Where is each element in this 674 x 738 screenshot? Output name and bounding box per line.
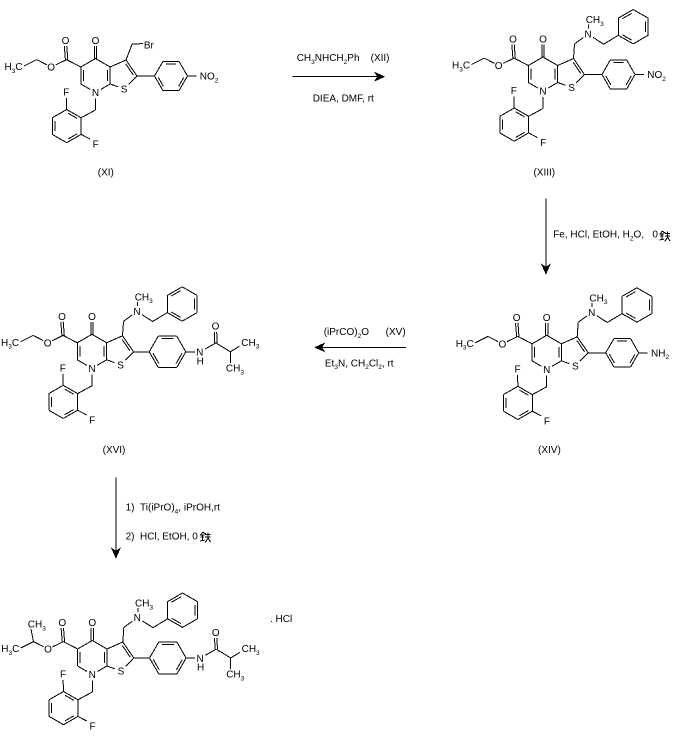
svg-text:Br: Br [144,40,155,51]
svg-text:F: F [89,415,95,426]
svg-text:O: O [509,35,517,46]
svg-text:(XIV): (XIV) [538,445,561,456]
svg-text:H: H [197,663,204,674]
svg-text:N: N [539,87,546,98]
svg-text:O: O [88,618,96,629]
svg-text:F: F [540,138,546,149]
svg-text:(XIII): (XIII) [533,167,555,178]
svg-text:CH3​NHCH2​Ph (XII): CH3​NHCH2​Ph (XII) [297,53,390,66]
svg-text:N: N [88,364,95,375]
svg-text:CH3​: CH3​ [135,292,153,305]
svg-text:H3​C: H3​C [5,62,23,75]
svg-text:CH3​: CH3​ [135,599,153,612]
svg-text:O: O [543,313,551,324]
svg-text:(XI): (XI) [98,167,114,178]
svg-text:Fe, HCl, EtOH, H2​O, 0: Fe, HCl, EtOH, H2​O, 0 [553,230,658,243]
svg-text:1) Ti(iPrO)4​, iPrOH,rt: 1) Ti(iPrO)4​, iPrOH,rt [126,503,221,516]
svg-text:NO2​: NO2​ [647,70,666,83]
svg-text:S: S [572,361,579,372]
svg-text:H3​C: H3​C [1,644,19,657]
svg-text:F: F [93,140,99,151]
svg-text:CH3​: CH3​ [241,338,259,351]
svg-text:O: O [495,61,503,72]
svg-text:2) HCl, EtOH, 0: 2) HCl, EtOH, 0 [126,532,199,543]
svg-text:H3​C: H3​C [456,339,474,352]
svg-text:O: O [44,645,52,656]
svg-text:(XVI): (XVI) [103,445,126,456]
svg-text:N: N [133,307,140,318]
svg-text:S: S [118,667,125,678]
svg-text:S: S [121,85,128,96]
svg-text:O: O [88,312,96,323]
svg-text:CH3​: CH3​ [28,620,46,633]
svg-text:N: N [196,348,203,359]
svg-text:F: F [514,364,520,375]
svg-text:F: F [60,363,66,374]
svg-text:(iPrCO)2​O (XV): (iPrCO)2​O (XV) [324,327,406,340]
svg-text:CH3​: CH3​ [226,364,244,377]
svg-text:N: N [89,670,96,681]
svg-text:N: N [196,654,203,665]
svg-text:S: S [568,83,575,94]
svg-text:F: F [544,416,550,427]
svg-text:O: O [58,312,66,323]
svg-text:CH3​: CH3​ [226,670,244,683]
svg-text:Et3​N, CH2​Cl2​, rt: Et3​N, CH2​Cl2​, rt [325,358,394,371]
svg-text:F: F [60,670,66,681]
svg-text:N: N [584,30,591,41]
svg-text:O: O [58,618,66,629]
svg-text:N: N [588,308,595,319]
svg-text:. HCl: . HCl [270,614,292,625]
svg-text:S: S [117,360,124,371]
svg-text:F: F [63,88,69,99]
svg-text:NH2​: NH2​ [651,348,669,361]
svg-text:F: F [511,86,517,97]
svg-text:O: O [212,628,220,639]
svg-text:CH3​: CH3​ [242,644,260,657]
svg-text:O: O [47,63,55,74]
svg-text:O: O [499,340,507,351]
svg-text:CH3​: CH3​ [586,15,604,28]
svg-text:N: N [92,88,99,99]
svg-text:O: O [62,36,70,47]
svg-text:O: O [92,36,100,47]
svg-text:N: N [134,613,141,624]
svg-text:O: O [513,313,521,324]
svg-text:NO2​: NO2​ [200,72,219,85]
svg-text:CH3​: CH3​ [589,293,607,306]
svg-text:F: F [89,722,95,733]
svg-text:O: O [539,35,547,46]
svg-text:DIEA, DMF, rt: DIEA, DMF, rt [313,94,374,105]
svg-text:H3​C: H3​C [1,338,19,351]
svg-text:O: O [44,339,52,350]
svg-text:H: H [197,356,204,367]
svg-text:H3​C: H3​C [452,61,470,74]
svg-text:O: O [212,322,220,333]
svg-text:N: N [543,365,550,376]
